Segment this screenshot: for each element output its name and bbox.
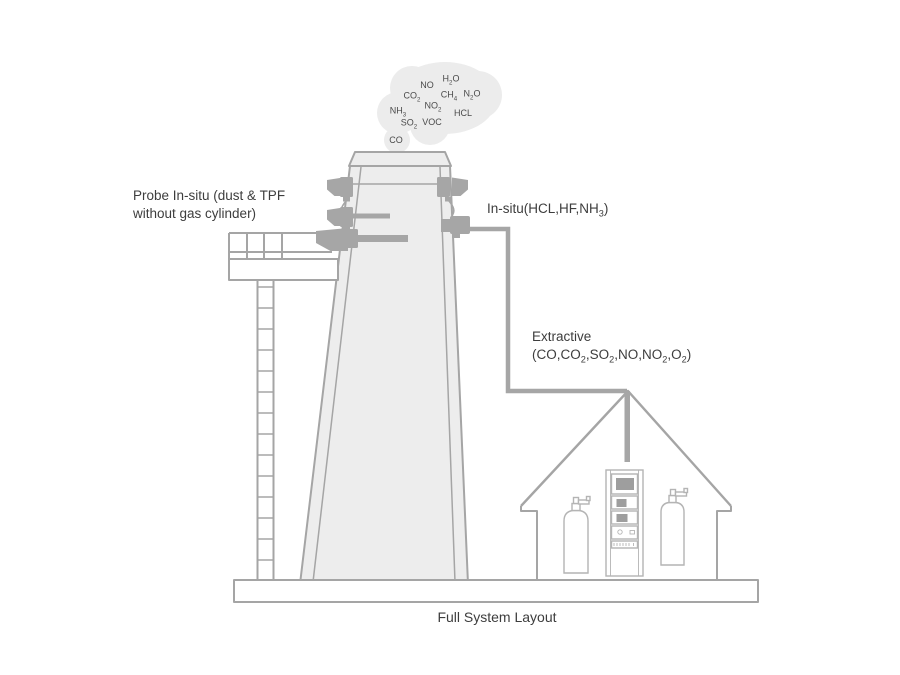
ladder (256, 280, 275, 581)
gas-label: SO2 (400, 117, 418, 131)
probe-sensor-bottom-left (316, 228, 408, 251)
extractive-probe-right (441, 216, 470, 238)
shelter-left-wall (520, 506, 538, 579)
diagram-caption: Full System Layout (437, 609, 557, 625)
gas-label: H2O (442, 73, 460, 87)
access-platform (228, 232, 339, 281)
probe-tube (356, 235, 408, 242)
extractive-pipe (468, 226, 627, 394)
gas-cloud (377, 62, 502, 153)
gas-label: VOC (422, 117, 442, 127)
insitu-sensor-top-right (437, 177, 468, 216)
extractive-label: Extractive(CO,CO2,SO2,NO,NO2,O2) (532, 329, 692, 365)
shelter-right-wall (716, 506, 732, 579)
insitu-label: In-situ(HCL,HF,NH3) (487, 201, 609, 219)
stack-rim (348, 151, 452, 167)
gas-label: CO (389, 135, 403, 145)
chimney-stack (299, 151, 469, 585)
gas-label: CO2 (403, 90, 421, 104)
sample-pipe (624, 391, 630, 462)
gas-label: NO (420, 80, 434, 90)
gas-cylinder-right (660, 487, 689, 566)
gas-label: CH4 (440, 89, 458, 103)
gas-label: N2O (463, 88, 481, 102)
gas-label: HCL (453, 108, 473, 118)
gas-cylinder-left (563, 495, 591, 574)
gas-label: NO2 (424, 100, 442, 114)
platform-deck (228, 258, 339, 281)
cylinder-valve (577, 499, 590, 505)
insitu-sensor-top-left (327, 177, 353, 216)
gas-label: NH3 (389, 105, 407, 119)
cabinet-display (616, 478, 634, 490)
analyzer-cabinet (605, 469, 644, 577)
sensor-cable (448, 200, 455, 216)
ground-base (233, 579, 759, 603)
probe-tube (353, 213, 390, 219)
cylinder-valve (674, 491, 688, 497)
